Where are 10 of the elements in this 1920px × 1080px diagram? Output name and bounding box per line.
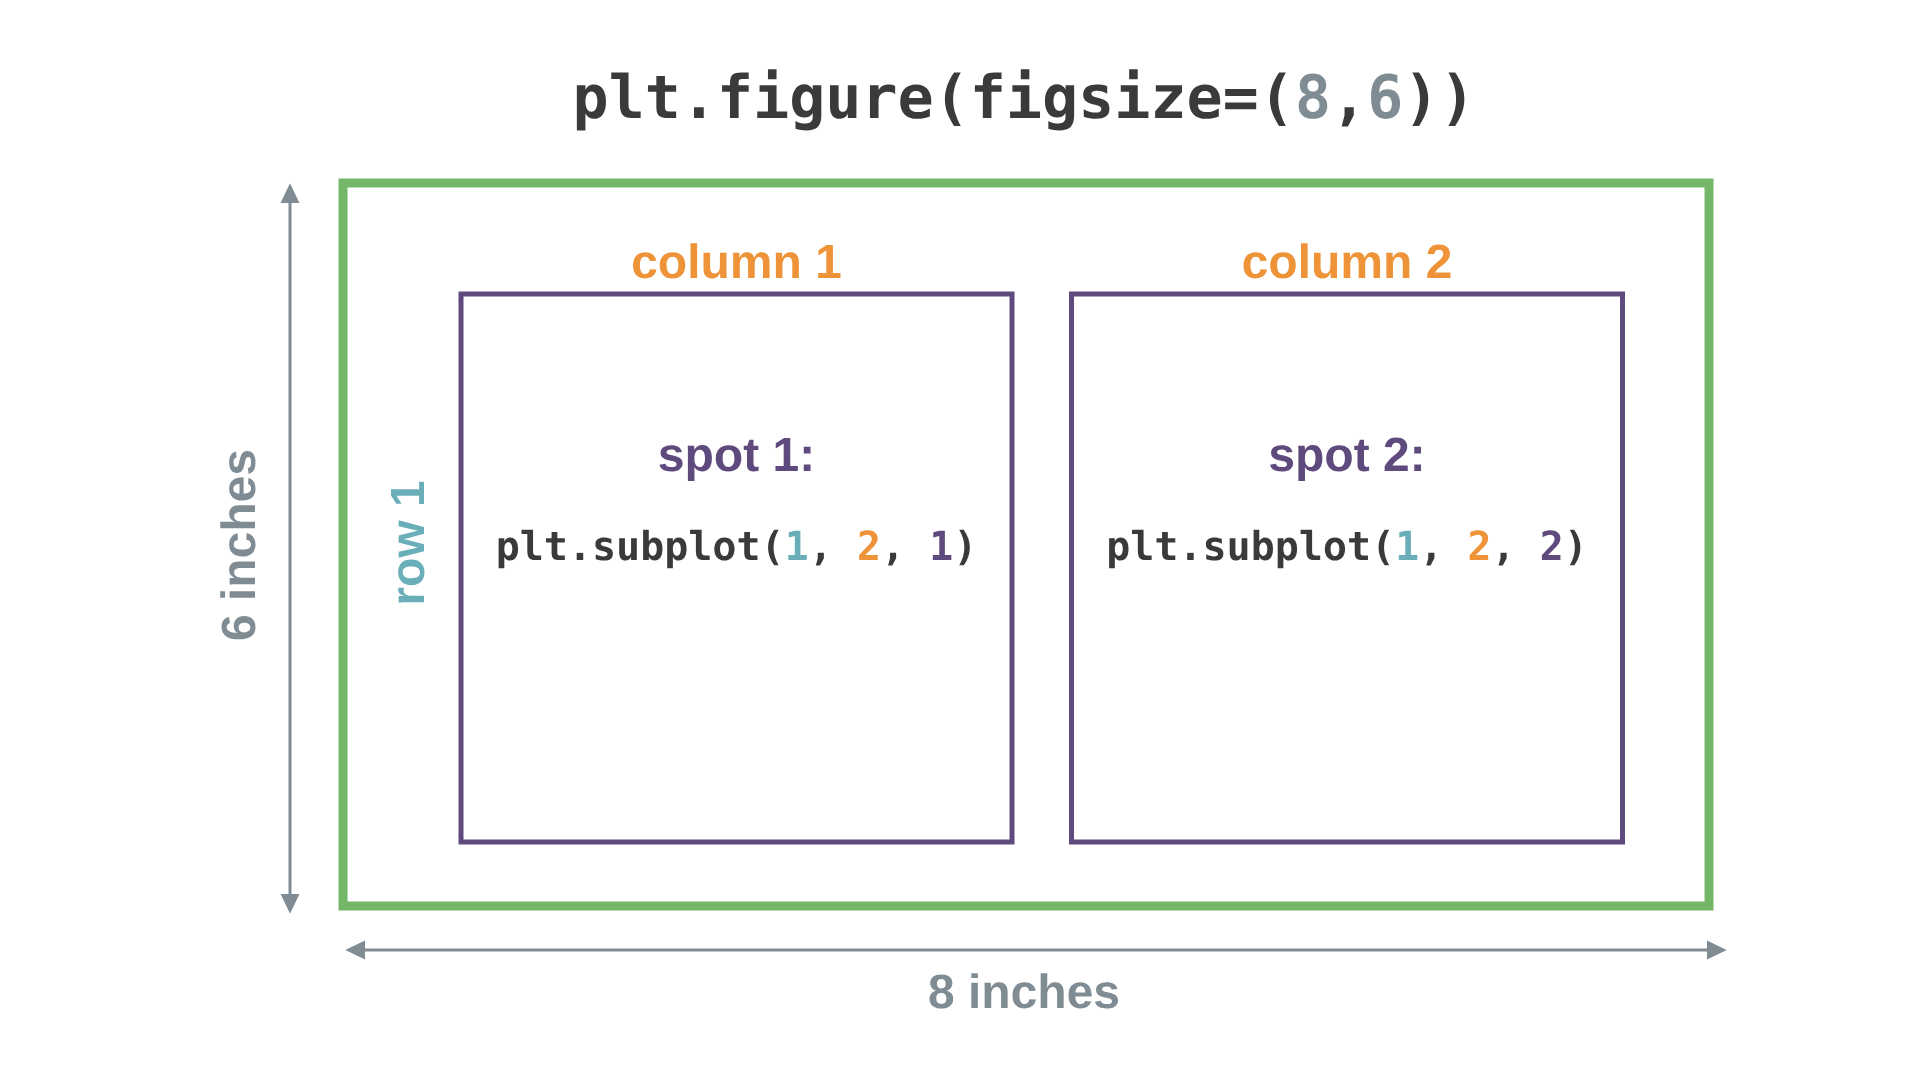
column-label: column 2 (1243, 243, 1451, 279)
dimension-label: 8 inches (929, 973, 1119, 1009)
column-label: column 1 (633, 243, 841, 279)
spot-label: spot 2: (1270, 437, 1422, 481)
code-line: plt.subplot(1, 2, 1) (498, 529, 970, 569)
spot-label: spot 1: (659, 438, 811, 481)
code-title: plt.figure(figsize=(8,6)) (576, 69, 1465, 131)
figure-frame (338, 178, 1714, 911)
dimension-label: 6 inches (220, 450, 256, 640)
code-line: plt.subplot(1, 2, 2) (1109, 529, 1581, 569)
